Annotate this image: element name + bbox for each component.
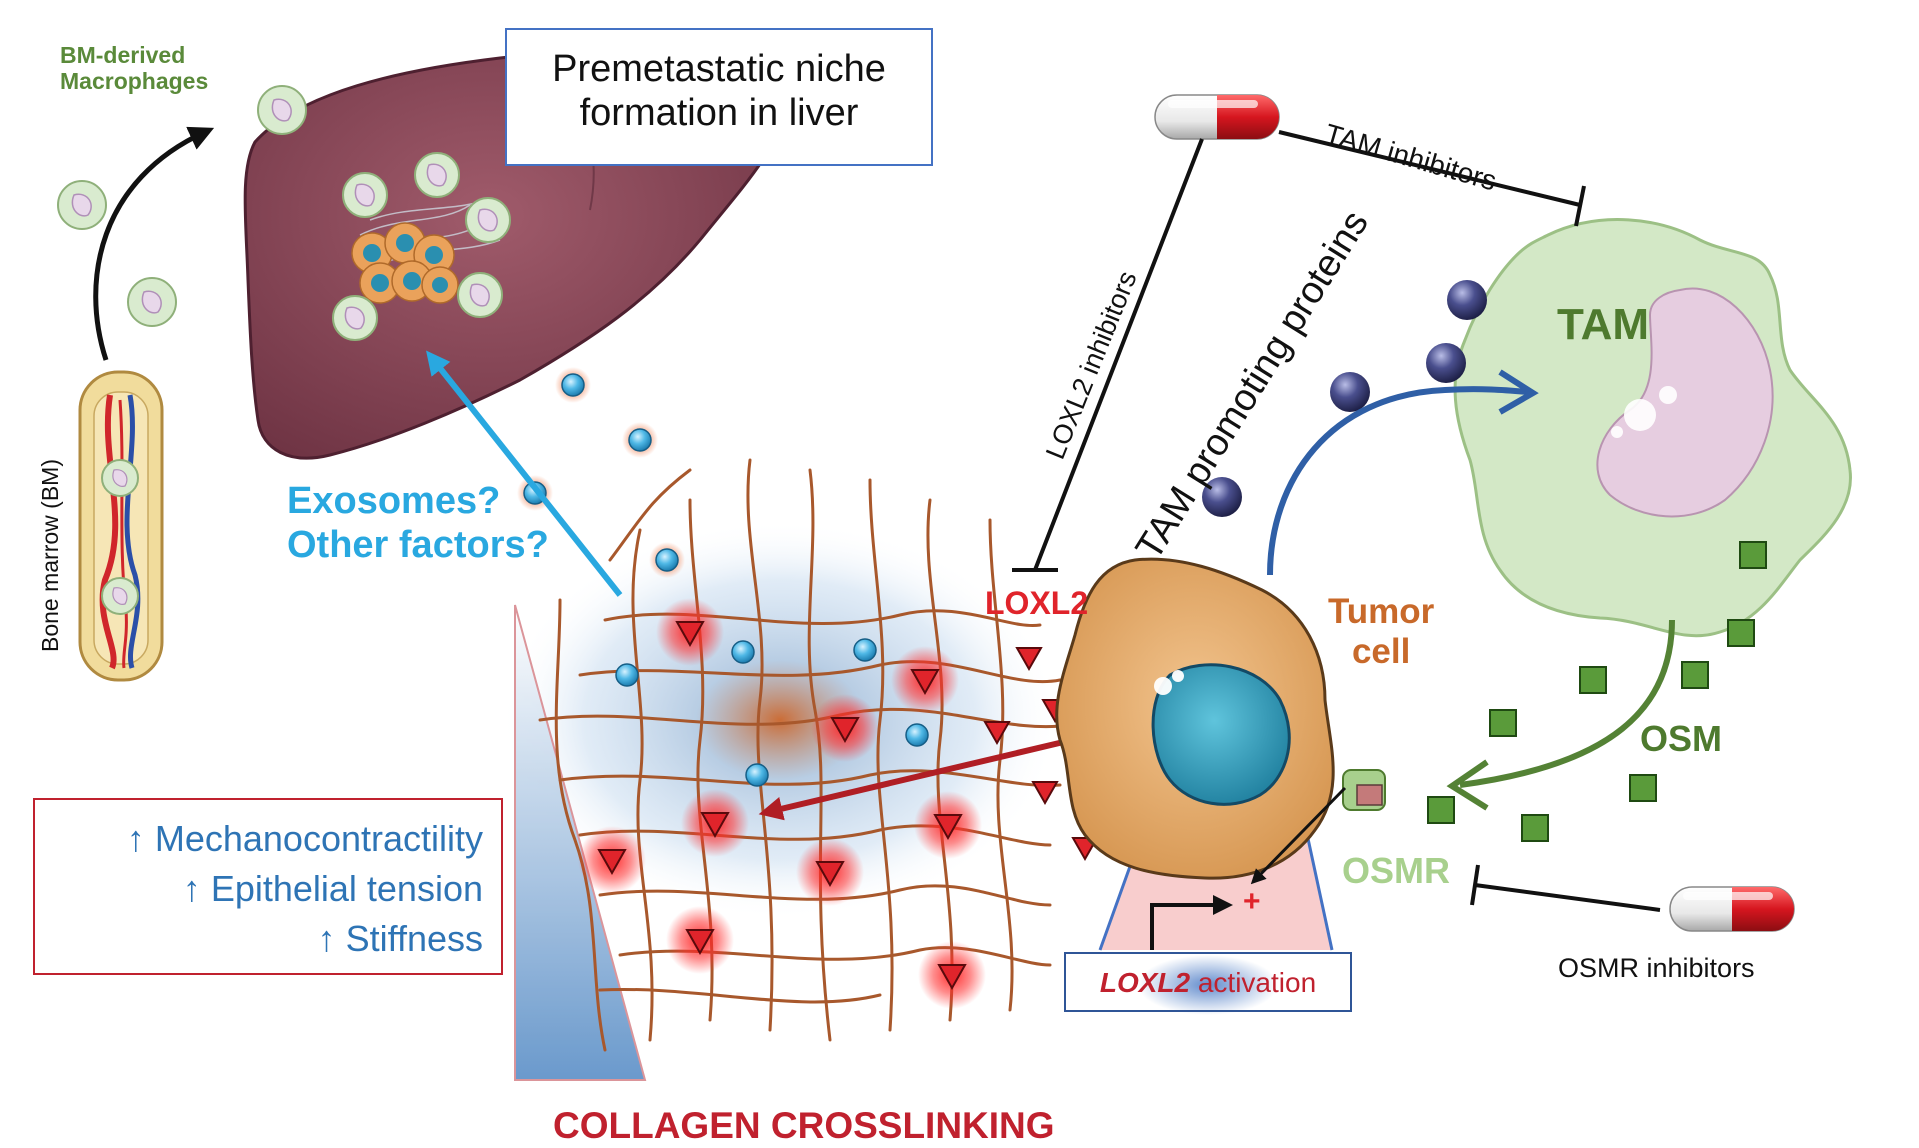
macrophage-icon <box>332 295 378 341</box>
tam-cell-icon <box>1453 218 1852 638</box>
loxl2-inhibitor-line <box>1033 138 1204 571</box>
bone-marrow-label: Bone marrow (BM) <box>37 459 63 652</box>
promoter-arrow <box>1150 895 1233 950</box>
activation-word: activation <box>1190 967 1317 998</box>
exosome-to-liver-arrow <box>426 350 623 597</box>
macrophage-icon <box>57 180 107 230</box>
macrophage-icon <box>257 85 307 135</box>
osmr-inhibitor-bar <box>1470 864 1480 906</box>
tam-inhibitor-bar <box>1574 185 1586 227</box>
macrophage-icons <box>57 85 511 341</box>
exosomes-label: Exosomes? Other factors? <box>287 480 549 566</box>
collagen-crosslinking-label: COLLAGEN CROSSLINKING <box>553 1105 1055 1146</box>
tam-inhibitor-line <box>1278 130 1581 207</box>
stiffness-wedge <box>514 604 647 1081</box>
osmr-inhibitor-line <box>1474 883 1661 912</box>
activation-glow <box>1138 955 1278 1015</box>
osm-to-osmr-arrowhead <box>1446 759 1489 811</box>
bm-macrophages-label: BM-derived Macrophages <box>60 42 209 95</box>
loxl2-activation-label: LOXL2 activation <box>1066 967 1350 999</box>
loxl2-crosslinks <box>578 598 986 1009</box>
macrophage-icon <box>465 197 511 243</box>
tam-promoting-proteins <box>1202 280 1487 517</box>
tumor-to-tam-arrow <box>1267 386 1529 576</box>
pill-icon <box>1669 886 1795 932</box>
tam-label: TAM <box>1557 300 1650 349</box>
tumor-cell-label: Tumor cell <box>1328 592 1435 672</box>
niche-box: Premetastatic niche formation in liver <box>505 28 933 166</box>
niche-title: Premetastatic niche formation in liver <box>552 48 886 134</box>
macrophage-icon <box>127 277 177 327</box>
mechanics-list: ↑ Mechanocontractility ↑ Epithelial tens… <box>126 818 483 959</box>
osmr-label: OSMR <box>1342 850 1450 891</box>
macrophage-icon <box>342 172 388 218</box>
mechanics-box: ↑ Mechanocontractility ↑ Epithelial tens… <box>33 798 503 975</box>
loxl2-label: LOXL2 <box>985 585 1089 621</box>
loxl2-activation-box: LOXL2 activation <box>1064 952 1352 1012</box>
macrophage-icon <box>414 152 460 198</box>
tumor-cell-icon <box>1055 557 1335 880</box>
osmr-inhibitors-label: OSMR inhibitors <box>1558 953 1755 983</box>
loxl2-gene: LOXL2 <box>1099 967 1191 998</box>
receptor-signal-arrow <box>1250 786 1347 885</box>
tumor-to-tam-arrowhead <box>1498 369 1539 415</box>
osm-label: OSM <box>1640 718 1723 759</box>
bm-to-liver-arrow <box>93 126 215 361</box>
loxl2-to-ecm-arrow <box>758 737 1073 821</box>
receptor-icon <box>1342 769 1386 811</box>
bone-icon <box>78 370 164 682</box>
osm-to-osmr-arrow <box>1459 619 1675 788</box>
macrophage-icon <box>457 272 503 318</box>
pill-icon <box>1154 94 1280 140</box>
plus-sign: + <box>1243 885 1261 918</box>
osm-squares <box>1427 541 1767 842</box>
liver-tumor-cluster <box>351 222 459 304</box>
